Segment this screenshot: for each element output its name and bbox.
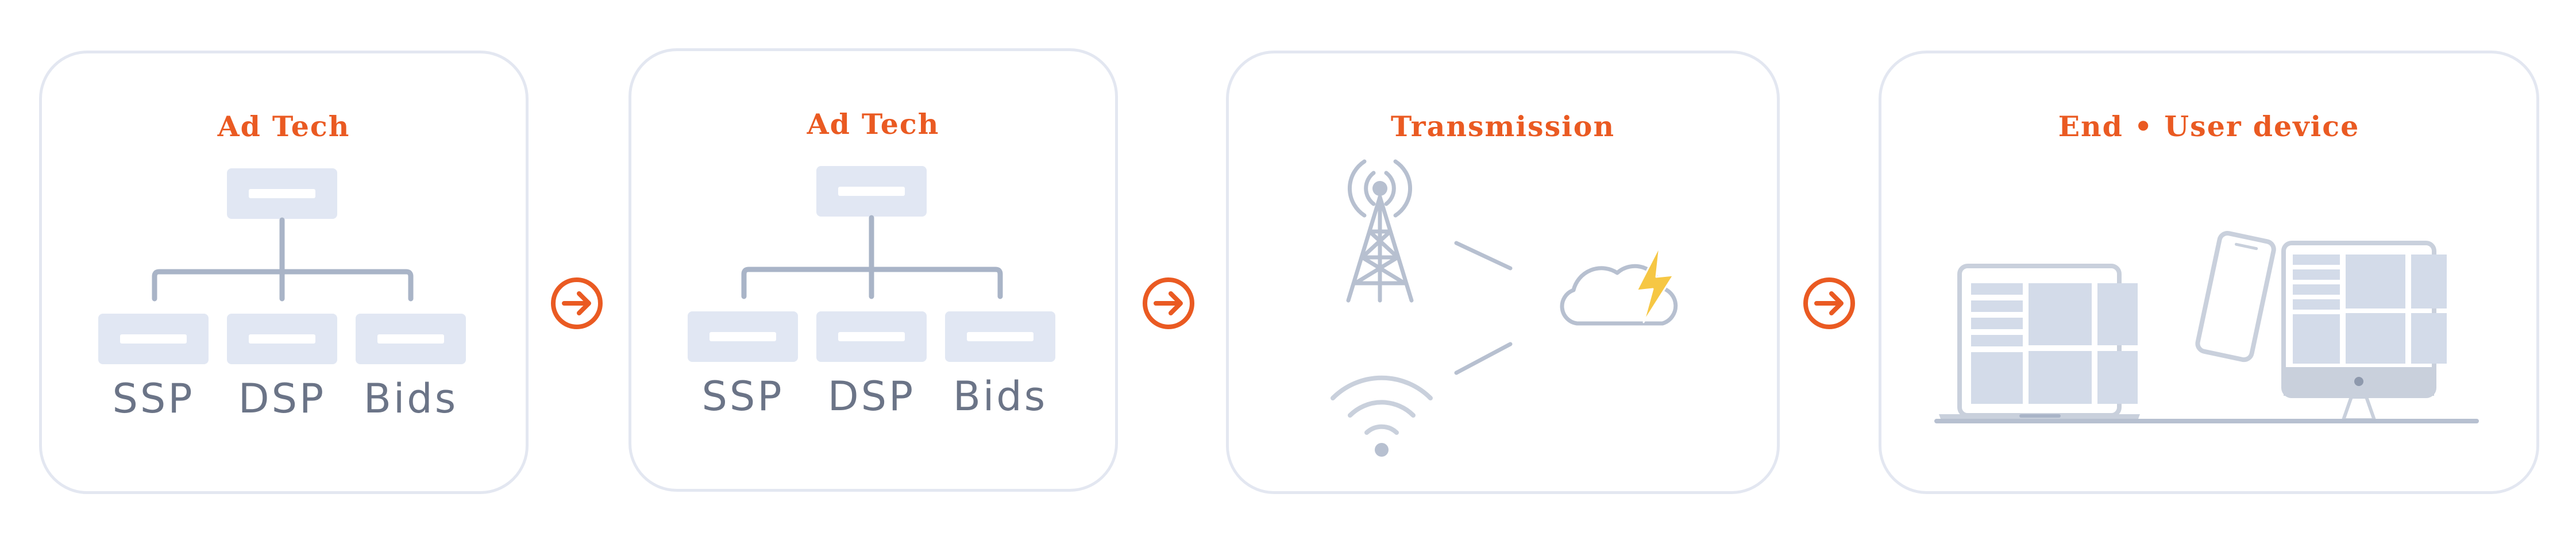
desktop-monitor-icon [2281, 241, 2447, 422]
tree-label-bids: Bids [952, 373, 1048, 420]
stage-title: Transmission [1390, 110, 1615, 143]
stage-title: Ad Tech [217, 110, 350, 143]
cell-tower-icon [1346, 159, 1414, 303]
hierarchy-tree-icon [688, 166, 1055, 362]
tree-label-bids: Bids [363, 375, 458, 422]
arrow-right-circle-icon [551, 277, 603, 329]
tree-label-ssp: SSP [112, 375, 195, 422]
tree-label-dsp: DSP [827, 373, 916, 420]
stage-card-transmission: Transmission [1226, 51, 1780, 494]
arrow-right-circle-icon [1803, 277, 1855, 329]
stage-card-ad-tech-1: Ad Tech SSP DSP Bids [39, 51, 529, 494]
stage-card-end-user-device: End • User device [1879, 51, 2539, 494]
tree-label-ssp: SSP [701, 373, 784, 420]
cloud-bolt-icon [1560, 245, 1678, 326]
arrow-right-circle-icon [1143, 277, 1194, 329]
stage-title: Ad Tech [807, 107, 940, 141]
stage-title: End • User device [2058, 110, 2360, 143]
tree-label-dsp: DSP [238, 375, 326, 422]
desk-surface-line [1934, 419, 2479, 423]
signal-line [1454, 241, 1513, 375]
phone-icon [2195, 230, 2276, 362]
wifi-icon [1331, 375, 1433, 457]
stage-card-ad-tech-2: Ad Tech SSP DSP Bids [628, 48, 1118, 492]
laptop-icon [1939, 264, 2140, 423]
hierarchy-tree-icon [98, 168, 466, 364]
